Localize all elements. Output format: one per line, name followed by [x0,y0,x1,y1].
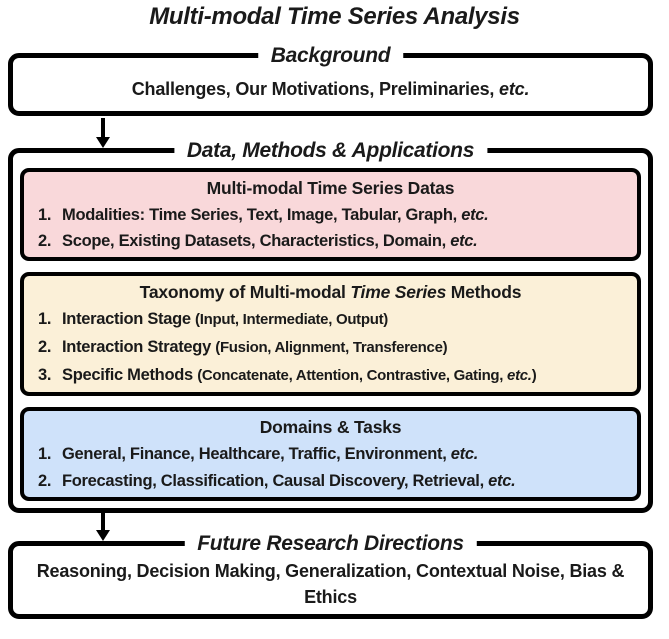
taxonomy-box: Taxonomy of Multi-modal Time Series Meth… [20,272,641,396]
arrow-down-background-to-main [89,118,117,149]
list-item-number: 3. [38,366,52,384]
list-item: 1. Modalities: Time Series, Text, Image,… [32,203,629,227]
list-item-number: 2. [38,472,52,490]
future-section-box: Future Research Directions Reasoning, De… [8,530,653,619]
list-item-text: Modalities: Time Series, Text, Image, Ta… [62,205,489,224]
list-item-text: General, Finance, Healthcare, Traffic, E… [62,445,479,463]
list-item: 2. Forecasting, Classification, Causal D… [32,469,629,493]
list-item-text: Interaction Stage (Input, Intermediate, … [62,310,388,328]
diagram-title: Multi-modal Time Series Analysis [149,3,520,30]
list-item-number: 2. [38,232,52,251]
arrow-stem [101,513,105,531]
list-item-number: 1. [38,445,52,463]
list-item-text: Scope, Existing Datasets, Characteristic… [62,232,478,251]
list-item-text: Specific Methods (Concatenate, Attention… [62,366,537,384]
list-item: 2. Scope, Existing Datasets, Characteris… [32,229,629,253]
arrow-head-icon [96,137,110,148]
list-item: 2. Interaction Strategy (Fusion, Alignme… [32,335,629,360]
future-section-label: Future Research Directions [184,530,477,557]
list-item: 1. Interaction Stage (Input, Intermediat… [32,307,629,332]
arrow-stem [101,118,105,138]
arrow-head-icon [96,530,110,541]
list-item: 3. Specific Methods (Concatenate, Attent… [32,363,629,388]
domains-box: Domains & Tasks 1. General, Finance, Hea… [20,407,641,501]
background-section-box: Background Challenges, Our Motivations, … [8,42,653,116]
arrow-down-main-to-future [89,513,117,542]
list-item-text: Interaction Strategy (Fusion, Alignment,… [62,338,448,356]
background-section-content: Challenges, Our Motivations, Preliminari… [13,58,648,111]
domains-box-header: Domains & Tasks [259,417,402,437]
datas-box-header: Multi-modal Time Series Datas [206,177,455,198]
main-section-box: Data, Methods & Applications Multi-modal… [8,137,653,513]
list-item-number: 2. [38,338,52,356]
future-section-content: Reasoning, Decision Making, Generalizati… [13,546,648,614]
main-section-label: Data, Methods & Applications [173,137,488,164]
datas-box: Multi-modal Time Series Datas 1. Modalit… [20,168,641,261]
list-item-text: Forecasting, Classification, Causal Disc… [62,472,516,490]
background-content-text: Challenges, Our Motivations, Preliminari… [131,78,530,99]
list-item: 1. General, Finance, Healthcare, Traffic… [32,442,629,466]
background-section-label: Background [257,42,404,69]
future-content-text: Reasoning, Decision Making, Generalizati… [36,561,625,607]
list-item-number: 1. [38,310,52,328]
taxonomy-box-header: Taxonomy of Multi-modal Time Series Meth… [139,282,522,302]
list-item-number: 1. [38,205,52,224]
